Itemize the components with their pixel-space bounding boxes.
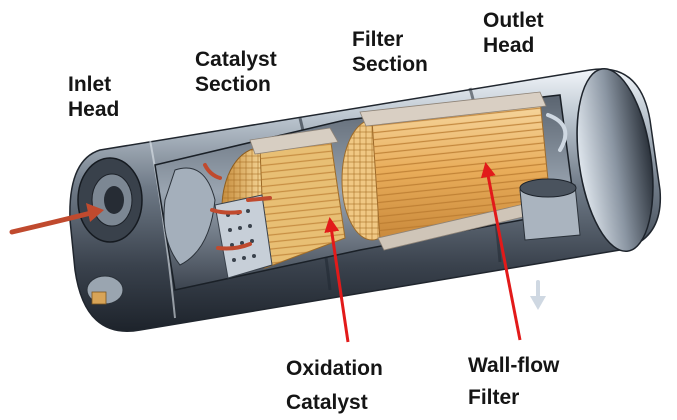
label-wall-flow-line2: Filter <box>468 386 520 409</box>
label-filter-section: Filter Section <box>352 27 428 77</box>
label-catalyst-section-line2: Section <box>195 73 271 96</box>
catalyst-flow-arrows-icon <box>203 163 272 251</box>
label-filter-section-line2: Section <box>352 53 428 76</box>
label-catalyst-section: Catalyst Section <box>195 47 277 97</box>
label-outlet-line1: Outlet <box>483 9 544 32</box>
label-inlet-head: Inlet Head <box>68 72 119 122</box>
label-wall-flow-line1: Wall-flow <box>468 354 560 377</box>
label-outlet-line2: Head <box>483 34 535 57</box>
label-wall-flow-filter: Wall-flow Filter <box>468 350 559 414</box>
inlet-flow-arrow-icon <box>9 203 104 235</box>
inlet-head <box>77 157 273 305</box>
outlet-flow-arrow-icon <box>530 113 568 310</box>
wall-flow-filter-brick <box>341 91 553 251</box>
label-oxidation-line2: Catalyst <box>286 391 368 414</box>
label-oxidation-catalyst: Oxidation Catalyst <box>286 352 383 420</box>
label-inlet-line1: Inlet <box>68 73 112 96</box>
label-catalyst-section-line1: Catalyst <box>195 48 277 71</box>
outlet-pipe <box>519 178 581 241</box>
pointer-arrow-icon <box>324 162 522 343</box>
label-outlet-head: Outlet Head <box>483 8 544 58</box>
label-oxidation-line1: Oxidation <box>286 357 383 380</box>
label-filter-section-line1: Filter <box>352 28 404 51</box>
label-inlet-line2: Head <box>68 98 120 121</box>
